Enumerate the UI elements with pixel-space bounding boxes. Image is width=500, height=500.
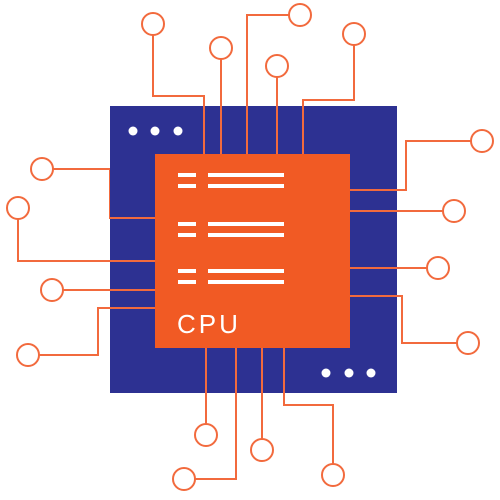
pad-right-3 [426,256,450,280]
pad-bottom-3 [250,438,274,462]
pad-right-2 [442,199,466,223]
line-mark [208,173,284,177]
pad-top-1 [141,12,165,36]
line-mark [178,280,196,284]
dot [128,126,138,136]
dot [173,126,183,136]
pad-top-3 [288,3,312,27]
pad-left-1 [30,157,54,181]
line-mark [208,222,284,226]
pad-bottom-4 [321,463,345,487]
pad-right-1 [470,129,494,153]
trace-pads [6,3,494,491]
pad-bottom-1 [194,423,218,447]
pad-top-2 [209,36,233,60]
dot [321,368,331,378]
pad-left-4 [16,343,40,367]
line-mark [178,269,196,273]
dot [344,368,354,378]
cpu-label: CPU [177,309,241,339]
pad-left-2 [6,196,30,220]
line-mark [178,173,196,177]
pad-top-4 [265,54,289,78]
three-dots-icon [321,368,376,378]
dot [150,126,160,136]
line-mark [178,222,196,226]
line-mark [178,184,196,188]
core-line-marks [178,173,284,284]
line-mark [208,233,284,237]
pad-left-3 [40,278,64,302]
line-mark [208,280,284,284]
line-mark [178,233,196,237]
board-trace-stubs [109,105,398,394]
pad-bottom-2 [172,467,196,491]
dot [366,368,376,378]
line-mark [208,269,284,273]
pad-top-5 [342,22,366,46]
pad-right-4 [456,331,480,355]
three-dots-icon [128,126,183,136]
line-mark [208,184,284,188]
